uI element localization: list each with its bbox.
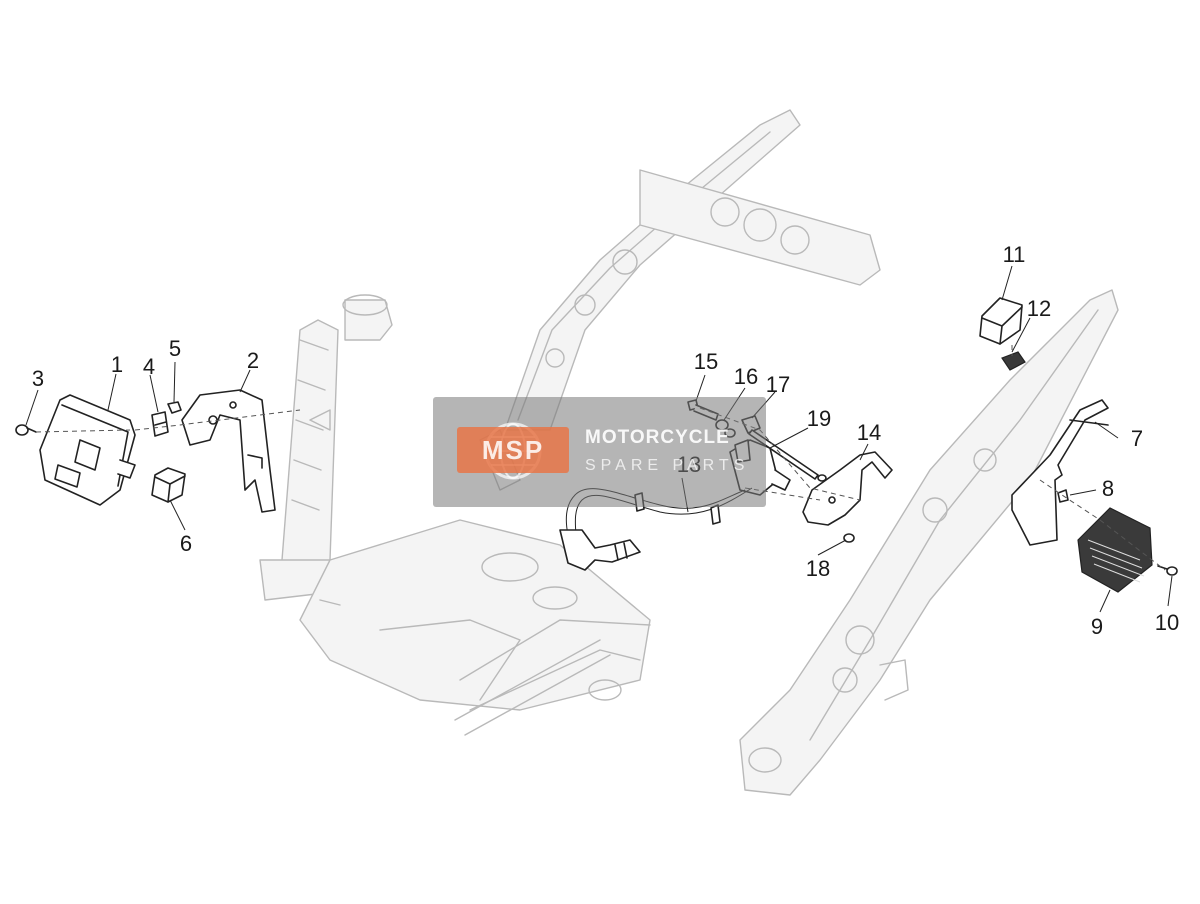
part-bracket-2 (181, 389, 276, 513)
callout-16: 16 (734, 364, 758, 389)
watermark-subtitle: SPARE PARTS (585, 457, 750, 474)
callout-10: 10 (1155, 610, 1179, 635)
callout-4: 4 (143, 354, 155, 379)
callout-11: 11 (1003, 242, 1026, 267)
part-bracket-14 (802, 451, 893, 526)
part-screw-3 (15, 424, 37, 436)
right-frame-rail-ghost (739, 289, 1119, 796)
callout-15: 15 (694, 349, 718, 374)
callout-5: 5 (169, 336, 181, 361)
callout-18: 18 (806, 556, 830, 581)
watermark: MSP MOTORCYCLE SPARE PARTS (433, 397, 766, 507)
callout-17: 17 (766, 372, 790, 397)
callout-19: 19 (807, 406, 831, 431)
callout-1: 1 (111, 352, 123, 377)
part-screw-10 (1157, 565, 1178, 576)
watermark-title: MOTORCYCLE (585, 427, 730, 448)
callout-14: 14 (857, 420, 881, 445)
main-frame-ghost (259, 109, 881, 736)
part-nut-5 (167, 401, 182, 414)
part-rubber-12 (1001, 351, 1026, 371)
watermark-badge-text: MSP (481, 435, 545, 465)
part-clip-4 (151, 411, 169, 437)
part-relay-6 (151, 467, 186, 503)
callout-2: 2 (247, 348, 259, 373)
callout-12: 12 (1027, 296, 1051, 321)
part-flasher-11 (979, 297, 1023, 345)
part-regulator-9 (1077, 507, 1153, 593)
callout-6: 6 (180, 531, 192, 556)
callout-8: 8 (1102, 476, 1114, 501)
callout-3: 3 (32, 366, 44, 391)
callout-numbers: 1 2 3 4 5 6 7 8 9 10 11 12 13 14 15 16 1… (32, 242, 1179, 639)
part-bracket-7 (1011, 399, 1109, 546)
watermark-badge: MSP (457, 427, 569, 473)
part-control-unit (39, 394, 136, 506)
part-nut-18 (843, 533, 855, 543)
callout-9: 9 (1091, 614, 1103, 639)
callout-7: 7 (1131, 426, 1143, 451)
